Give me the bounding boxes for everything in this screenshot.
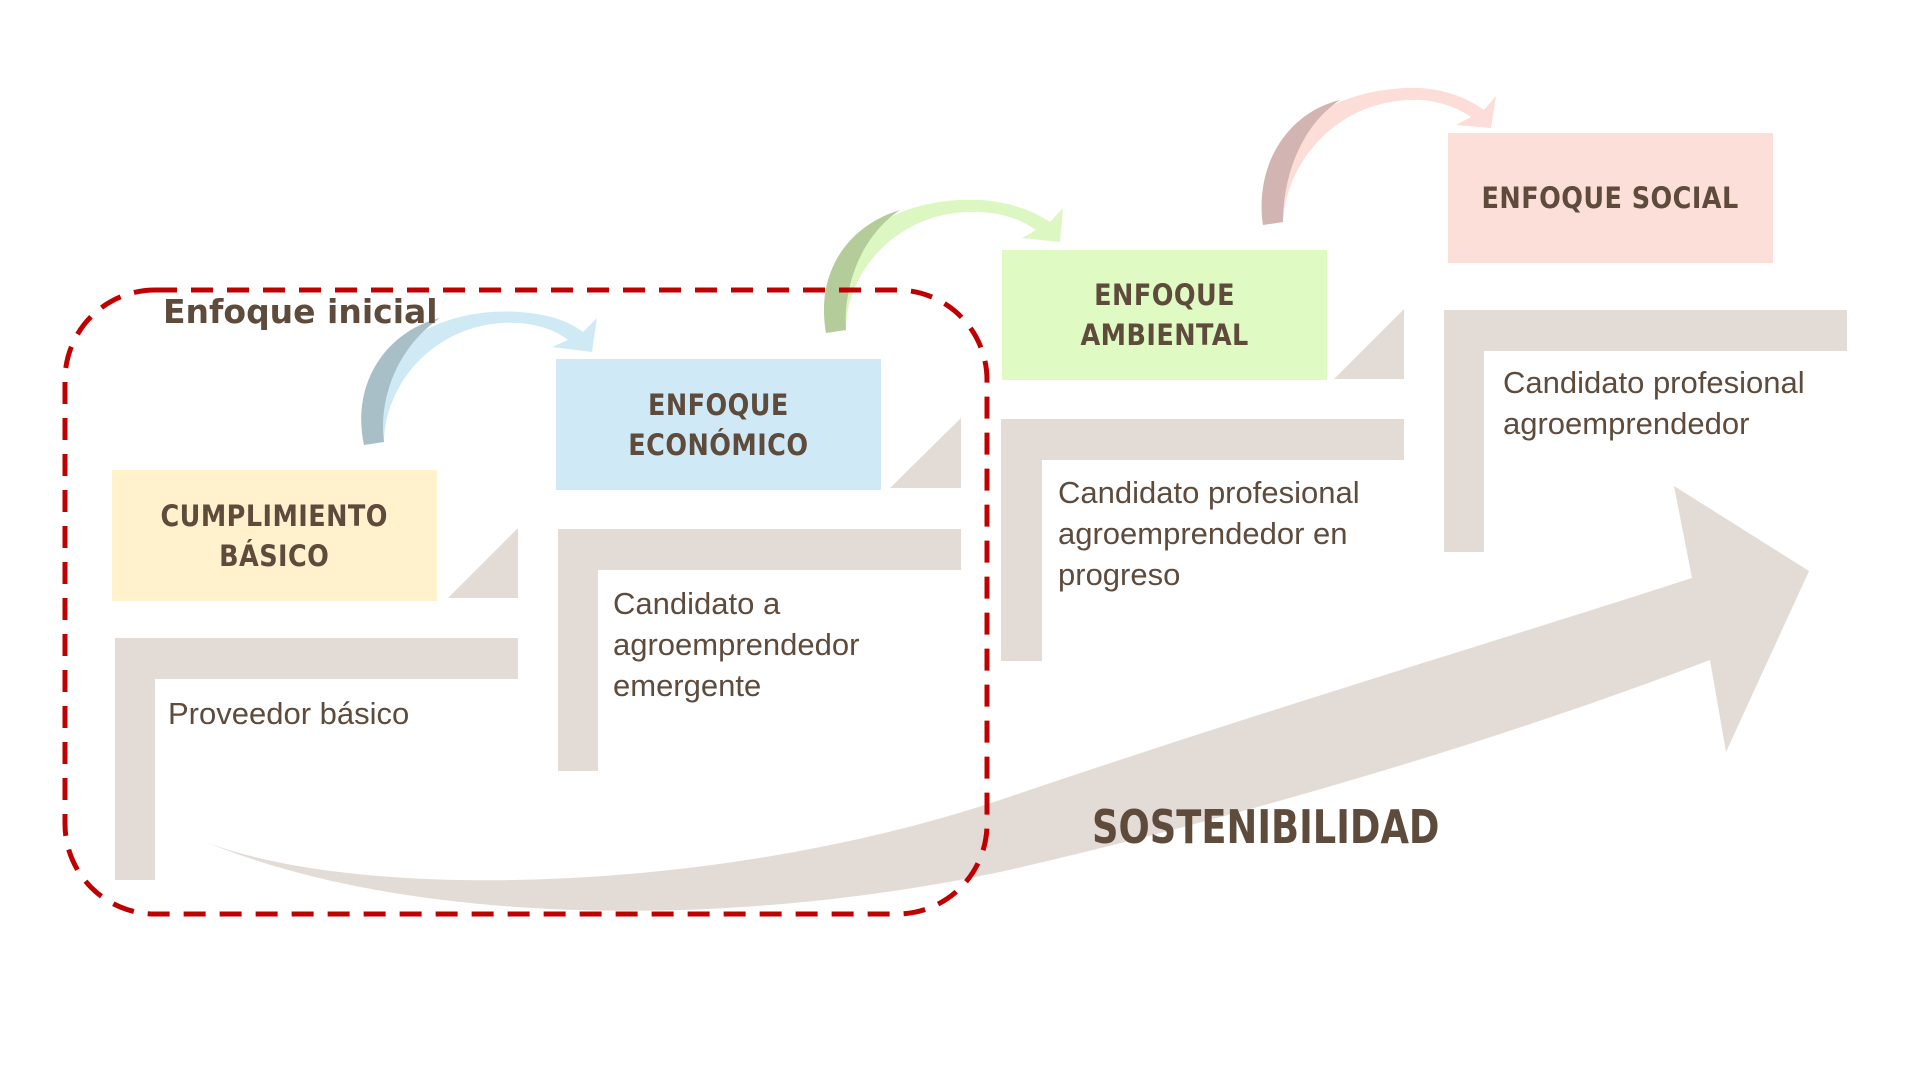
stage-box-economico <box>556 359 881 490</box>
stage-title-line: ENFOQUE <box>648 387 789 422</box>
sustainability-arrow <box>192 486 1809 911</box>
step-2-corner-triangle <box>890 418 961 488</box>
description-line: emergente <box>613 668 762 703</box>
description-line: Candidato profesional <box>1058 475 1360 510</box>
description-line: Proveedor básico <box>168 696 410 731</box>
stage-title-economico: ENFOQUE ECONÓMICO <box>556 359 881 490</box>
step-4-bar-vertical <box>1444 310 1484 552</box>
description-line: Candidato a <box>613 586 781 621</box>
stage-title-cumplimiento: CUMPLIMIENTO BÁSICO <box>112 470 437 601</box>
curved-arrow-1 <box>361 311 597 445</box>
stage-title-line: ENFOQUE SOCIAL <box>1481 181 1740 215</box>
step-1-corner-triangle <box>448 528 518 598</box>
stage-box-social <box>1448 133 1773 263</box>
stage-title-ambiental: ENFOQUE AMBIENTAL <box>1002 250 1327 380</box>
description-line: agroemprendedor en <box>1058 516 1348 551</box>
stage-title-line: ECONÓMICO <box>628 427 809 462</box>
description-line: agroemprendedor <box>1503 406 1750 441</box>
step-4-shape <box>1444 310 1847 552</box>
stage-box-cumplimiento <box>112 470 437 601</box>
description-line: progreso <box>1058 557 1181 592</box>
step-1-shape <box>115 528 518 880</box>
curved-arrow-2 <box>823 199 1063 333</box>
stage-title-line: CUMPLIMIENTO <box>160 498 389 533</box>
step-3-corner-triangle <box>1334 309 1404 379</box>
stage-title-social: ENFOQUE SOCIAL <box>1448 133 1773 263</box>
step-4-bar-horizontal <box>1444 310 1847 351</box>
stage-box-ambiental <box>1002 250 1327 380</box>
step-2-bar-vertical <box>558 529 598 771</box>
stage-title-line: AMBIENTAL <box>1080 318 1249 352</box>
stage-title-line: BÁSICO <box>219 538 330 573</box>
step-1-bar-horizontal <box>115 638 518 679</box>
initial-focus-frame <box>62 287 990 917</box>
curved-arrow-3 <box>1261 87 1496 225</box>
stage-description-ambiental: Candidato profesional agroemprendedor en… <box>1058 472 1360 595</box>
initial-focus-label: Enfoque inicial <box>163 292 438 331</box>
step-3-bar-vertical <box>1001 419 1042 661</box>
step-1-bar-vertical <box>115 638 155 880</box>
sustainability-label: SOSTENIBILIDAD <box>1092 800 1440 854</box>
stage-description-economico: Candidato a agroemprendedor emergente <box>613 583 859 706</box>
stage-description-social: Candidato profesional agroemprendedor <box>1503 362 1805 444</box>
stage-description-cumplimiento: Proveedor básico <box>168 693 409 734</box>
step-2-shape <box>558 418 961 771</box>
description-line: agroemprendedor <box>613 627 860 662</box>
step-3-bar-horizontal <box>1001 419 1404 460</box>
step-3-shape <box>1001 309 1404 661</box>
description-line: Candidato profesional <box>1503 365 1805 400</box>
stage-title-line: ENFOQUE <box>1094 278 1235 312</box>
step-2-bar-horizontal <box>558 529 961 570</box>
